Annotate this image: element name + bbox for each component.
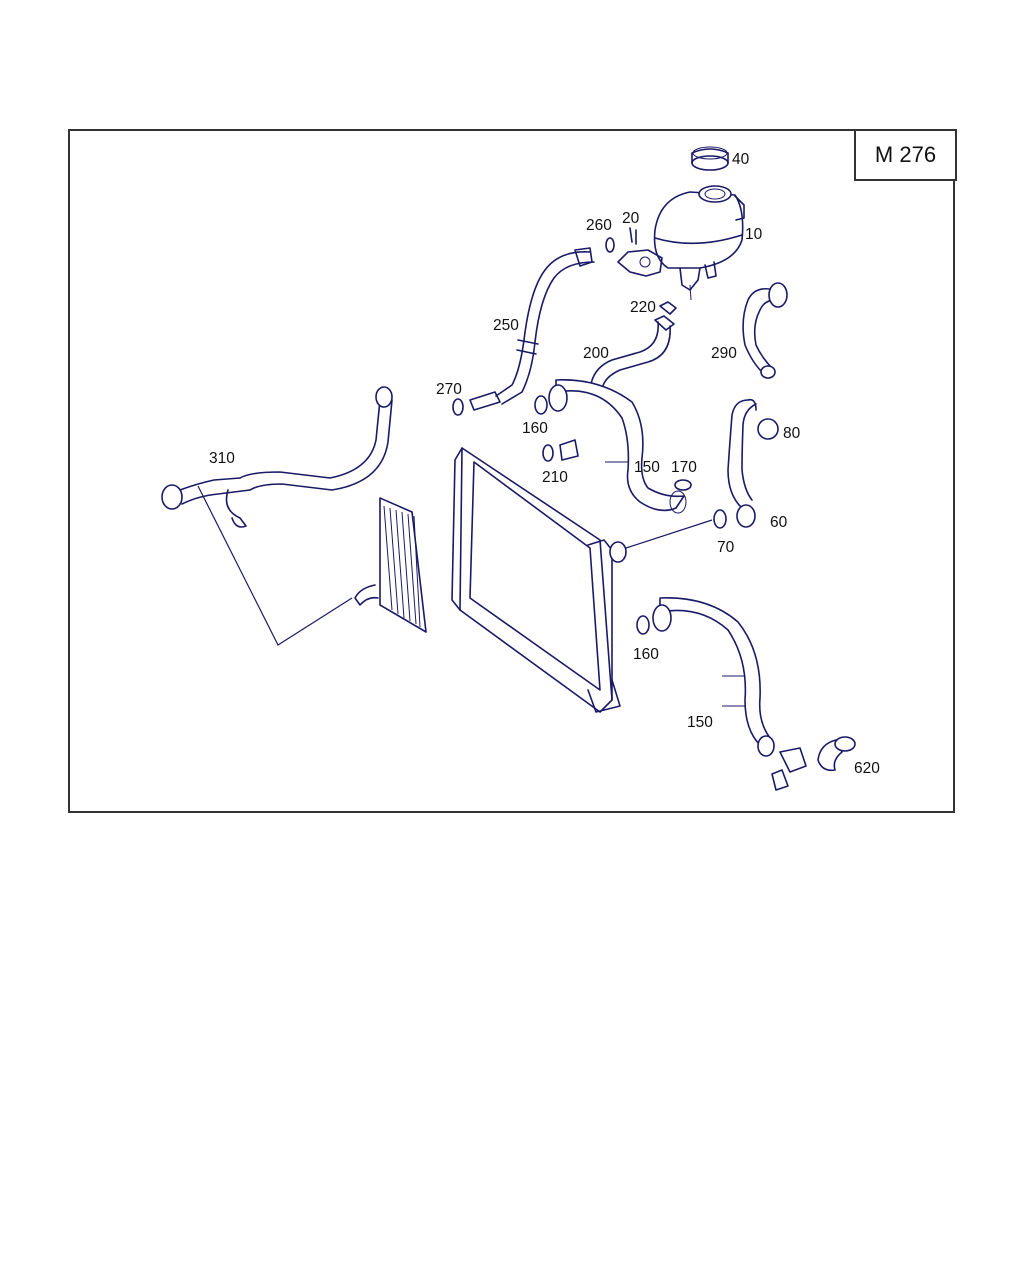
connector-270-part[interactable] — [452, 391, 501, 416]
callout-260: 260 — [586, 217, 612, 234]
callout-200: 200 — [583, 345, 609, 362]
o-ring-170-part[interactable] — [674, 479, 692, 491]
callout-160-upper: 160 — [522, 420, 548, 437]
leader-70-line — [625, 519, 713, 549]
engine-code-box: M 276 — [854, 129, 957, 181]
expansion-tank-10-part[interactable] — [653, 185, 745, 301]
callout-620: 620 — [854, 760, 880, 777]
callout-250: 250 — [493, 317, 519, 334]
diagram-frame — [68, 129, 955, 813]
callout-160-lower: 160 — [633, 646, 659, 663]
hose-200-part[interactable] — [589, 315, 675, 393]
callout-290: 290 — [711, 345, 737, 362]
callout-310: 310 — [209, 450, 235, 467]
hose-60-part[interactable] — [727, 398, 757, 528]
ring-160-upper-part[interactable] — [534, 395, 548, 415]
elbow-hose-620-part[interactable] — [817, 736, 856, 772]
callout-60: 60 — [770, 514, 788, 531]
callout-150-lower: 150 — [687, 714, 713, 731]
callout-270: 270 — [436, 381, 462, 398]
cap-40-part[interactable] — [691, 146, 729, 171]
ring-80-part[interactable] — [757, 418, 779, 440]
ring-160-lower-part[interactable] — [636, 615, 650, 635]
ring-70-part[interactable] — [713, 509, 727, 529]
hose-310-part[interactable] — [161, 386, 393, 528]
callout-80: 80 — [783, 425, 801, 442]
callout-210: 210 — [542, 469, 568, 486]
callout-70: 70 — [717, 539, 735, 556]
callout-220: 220 — [630, 299, 656, 316]
hose-250-part[interactable] — [495, 247, 595, 405]
connector-210-part[interactable] — [542, 439, 579, 462]
leader-310-line — [197, 485, 353, 646]
o-ring-260-part[interactable] — [605, 237, 615, 253]
hose-290-part[interactable] — [742, 282, 788, 379]
radiator-part[interactable] — [451, 447, 627, 713]
connector-lower-part[interactable] — [771, 747, 807, 791]
engine-code-label: M 276 — [874, 142, 937, 167]
callout-20: 20 — [622, 210, 640, 227]
bracket-20-part[interactable] — [617, 227, 663, 277]
condenser-part[interactable] — [354, 497, 427, 633]
callout-40: 40 — [732, 151, 750, 168]
callout-150-upper: 150 — [634, 459, 660, 476]
callout-10: 10 — [745, 226, 763, 243]
hose-150-upper-part[interactable] — [548, 379, 687, 514]
hose-150-lower-part[interactable] — [652, 597, 775, 757]
clip-220-part[interactable] — [659, 301, 677, 315]
callout-170: 170 — [671, 459, 697, 476]
